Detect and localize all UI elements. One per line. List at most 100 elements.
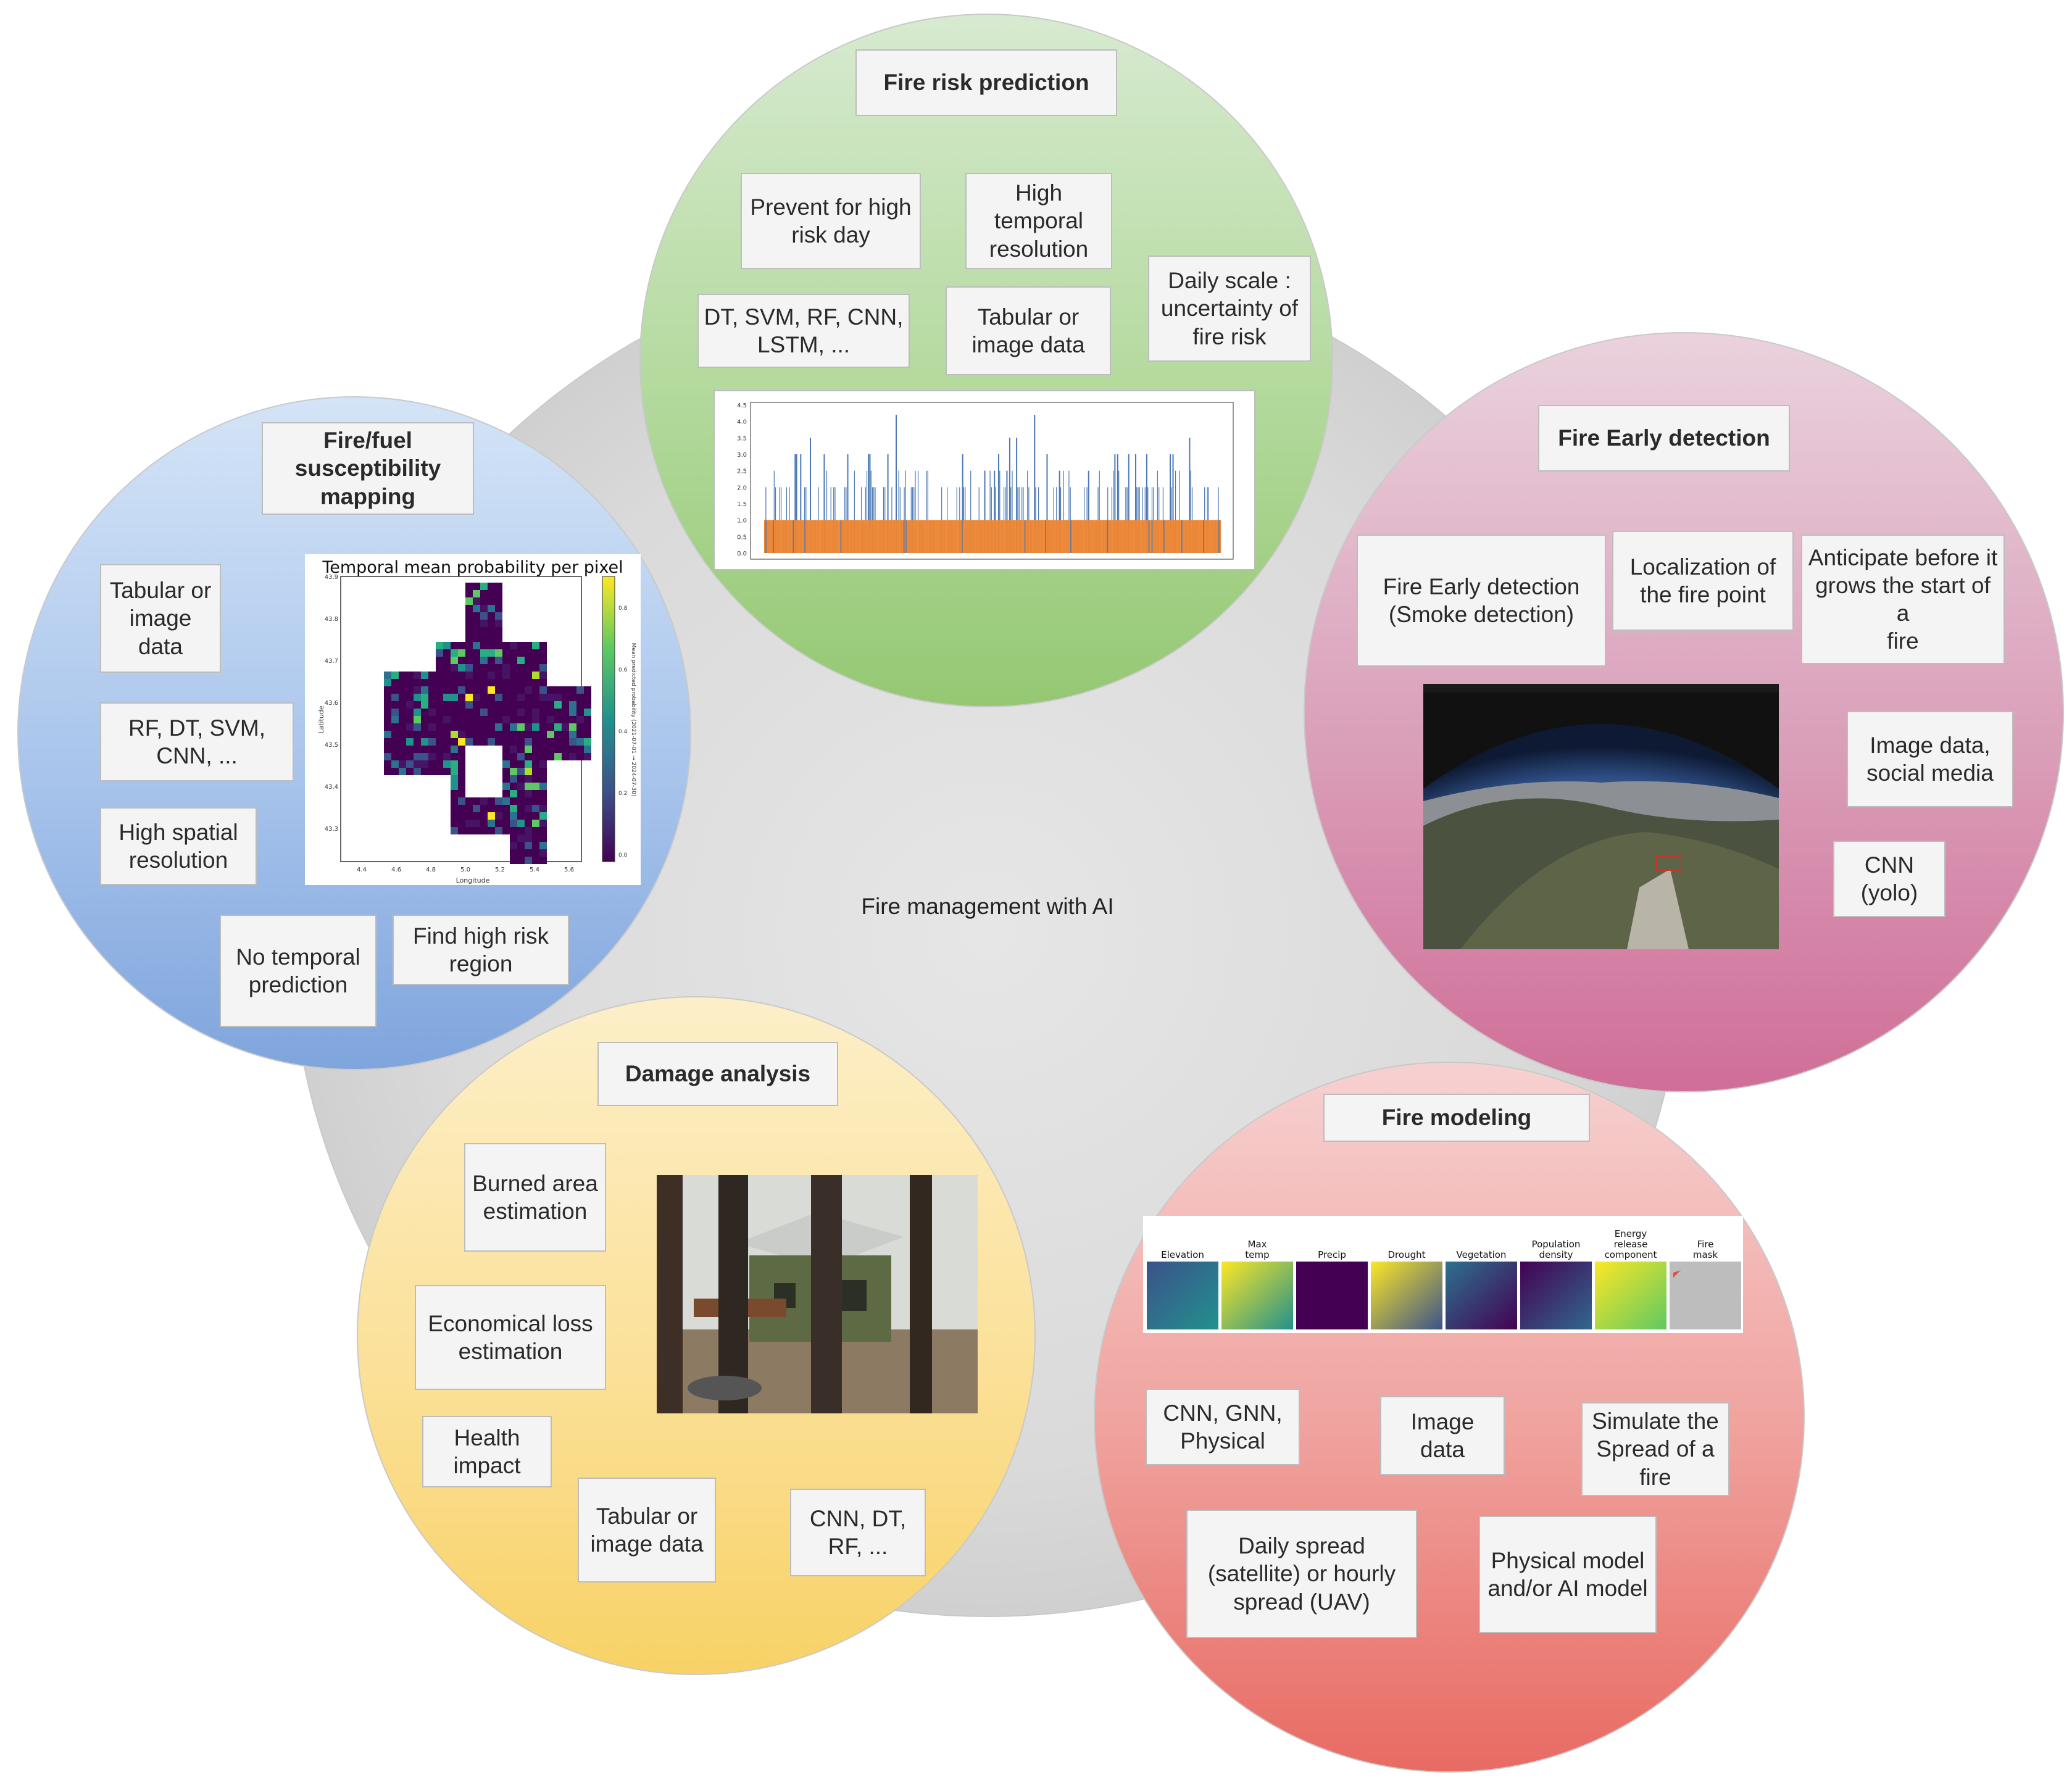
map-cell — [525, 768, 532, 775]
map-cell — [502, 797, 510, 805]
map-cell — [414, 672, 421, 679]
map-cell — [406, 709, 414, 716]
map-cell — [584, 738, 591, 746]
map-cell — [525, 842, 532, 849]
model-panel — [1595, 1262, 1666, 1329]
map-cell — [584, 701, 591, 709]
map-cell — [480, 797, 488, 805]
map-cell — [495, 701, 502, 709]
map-cell — [480, 634, 488, 642]
map-cell — [539, 649, 547, 657]
map-xtick: 5.6 — [564, 867, 574, 873]
map-cell — [532, 790, 539, 797]
map-cell — [391, 709, 399, 716]
map-cell — [576, 738, 584, 746]
map-cell — [443, 738, 451, 746]
map-cell — [554, 694, 562, 701]
map-cell — [532, 783, 539, 790]
map-cell — [532, 723, 539, 731]
map-cell — [525, 686, 532, 694]
map-cell — [384, 672, 391, 679]
map-cell — [480, 723, 488, 731]
map-cell — [458, 790, 465, 797]
map-cell — [458, 783, 465, 790]
map-cell — [465, 805, 473, 812]
map-cell — [465, 716, 473, 723]
map-cell — [569, 701, 576, 709]
map-cell — [480, 738, 488, 746]
model-panel-label: Vegetation — [1457, 1249, 1507, 1260]
map-cell — [510, 679, 517, 686]
risk-bar-blue — [1016, 438, 1018, 553]
map-cell — [584, 694, 591, 701]
map-cell — [532, 709, 539, 716]
map-cell — [414, 753, 421, 760]
risk-bar-blue — [884, 487, 886, 553]
map-cell — [495, 805, 502, 812]
map-cell — [488, 679, 495, 686]
map-cell — [443, 657, 451, 664]
map-cell — [406, 768, 414, 775]
map-cell — [414, 760, 421, 768]
map-cell — [473, 583, 480, 590]
map-cell — [399, 768, 406, 775]
map-cell — [539, 812, 547, 820]
map-cell — [436, 701, 443, 709]
map-cell — [495, 672, 502, 679]
map-cell — [488, 620, 495, 627]
map-cell — [488, 642, 495, 649]
map-cell — [525, 731, 532, 738]
map-cell — [539, 701, 547, 709]
map-ylabel: Latitude — [317, 705, 325, 734]
map-cell — [480, 590, 488, 597]
map-cell — [458, 827, 465, 834]
risk-methods-box: DT, SVM, RF, CNN, LSTM, ... — [697, 294, 910, 368]
map-cell — [399, 701, 406, 709]
map-colorbar-tick: 0.6 — [618, 667, 628, 673]
map-cell — [451, 686, 458, 694]
model-panel — [1296, 1262, 1368, 1329]
map-cell — [562, 716, 569, 723]
map-cell — [480, 827, 488, 834]
risk-ytick: 2.0 — [737, 485, 747, 491]
risk-bar-blue — [1086, 487, 1088, 553]
map-cell — [539, 746, 547, 753]
map-cell — [480, 672, 488, 679]
map-cell — [399, 746, 406, 753]
risk-bar-blue — [1027, 470, 1028, 553]
map-cell — [406, 701, 414, 709]
map-cell — [473, 649, 480, 657]
map-cell — [539, 672, 547, 679]
map-cell — [495, 723, 502, 731]
map-cell — [391, 760, 399, 768]
smoke-camera-photo-svg — [1423, 684, 1779, 949]
model-panel-label: Fire — [1697, 1239, 1714, 1250]
map-cell — [458, 760, 465, 768]
map-cell — [384, 716, 391, 723]
model-panel-label: Precip — [1318, 1249, 1346, 1260]
map-cell — [458, 694, 465, 701]
map-cell — [532, 857, 539, 864]
map-cell — [473, 820, 480, 827]
damage-methods-box: CNN, DT, RF, ... — [790, 1489, 926, 1576]
map-cell — [539, 664, 547, 672]
map-cell — [451, 664, 458, 672]
risk-bar-gap — [840, 520, 842, 553]
model-panel-label: Max — [1247, 1239, 1267, 1250]
risk-bar-blue — [1172, 454, 1174, 553]
map-cell — [399, 753, 406, 760]
map-cell — [517, 760, 525, 768]
map-cell — [436, 679, 443, 686]
map-cell — [480, 642, 488, 649]
map-cell — [502, 805, 510, 812]
map-cell — [510, 857, 517, 864]
map-cell — [428, 716, 436, 723]
risk-bar-blue — [805, 487, 807, 553]
map-cell — [465, 649, 473, 657]
risk-bar-blue — [1118, 470, 1120, 553]
map-cell — [495, 731, 502, 738]
map-cell — [554, 723, 562, 731]
map-cell — [436, 760, 443, 768]
risk-bar-gap — [1024, 520, 1026, 553]
risk-bar-blue — [765, 487, 767, 553]
